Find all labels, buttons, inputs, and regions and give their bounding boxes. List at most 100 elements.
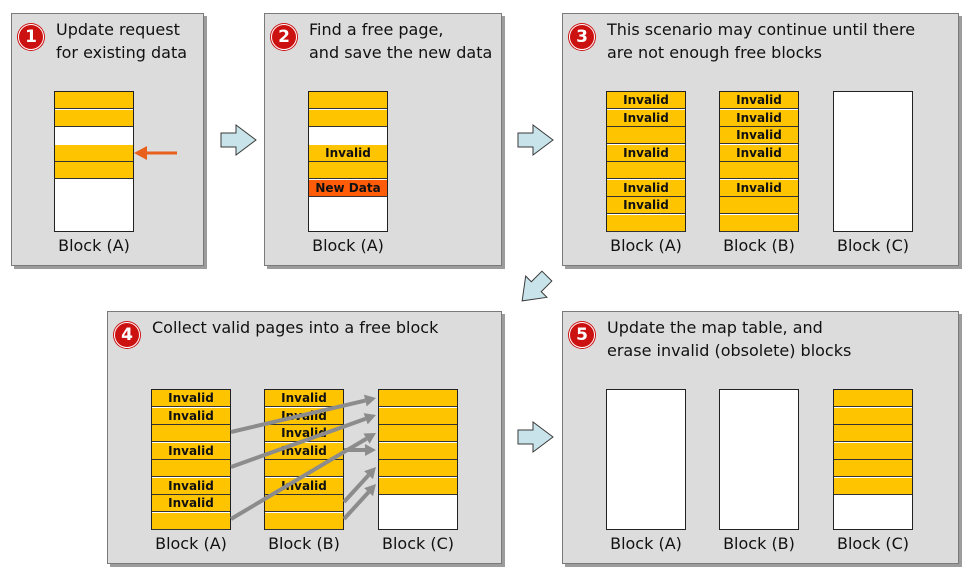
valid-page [309,92,387,109]
step-5-title-line-1: Update the map table, and [607,318,823,337]
valid-page [265,512,343,530]
valid-page [720,197,798,214]
invalid-page: Invalid [607,197,685,214]
invalid-page: Invalid [152,390,230,407]
valid-page [834,460,912,477]
step-1-title-line-2: for existing data [56,43,188,62]
block-label: Block (C) [836,534,909,553]
move-arrow-line [230,398,366,434]
block-label: Block (B) [723,534,795,553]
valid-page [607,127,685,144]
valid-page [834,425,912,442]
step-3-title-line-1: This scenario may continue until there [607,20,916,39]
step-5-badge: 5 [569,322,595,348]
valid-page-move-arrows [229,394,376,521]
invalid-page: Invalid [720,144,798,162]
flash-block [833,389,913,530]
valid-page [55,144,133,162]
valid-page [55,92,133,109]
block-label: Block (A) [312,236,384,255]
valid-page [379,425,457,442]
move-arrow-head [363,394,376,407]
invalid-page: Invalid [720,109,798,127]
step-2-title-line-1: Find a free page, [309,20,444,39]
valid-page [607,162,685,179]
block-label: Block (A) [610,236,682,255]
valid-page [720,214,798,232]
move-arrow-head [364,484,376,497]
step-3-badge: 3 [569,24,595,50]
move-arrow-line [229,436,368,521]
valid-page [834,407,912,425]
valid-page [309,162,387,179]
step-4-panel: 4 Collect valid pages into a free block … [107,311,502,564]
step-1-title-line-1: Update request [56,20,180,39]
valid-page [720,162,798,179]
flow-arrow-3-to-4 [521,270,553,302]
invalid-page: Invalid [720,127,798,144]
valid-page [265,495,343,512]
move-arrow-line [342,490,371,521]
valid-page [379,407,457,425]
block-label: Block (B) [268,534,340,553]
move-arrow-head [364,467,376,480]
valid-page [379,390,457,407]
step-5-title-line-2: erase invalid (obsolete) blocks [607,341,852,360]
valid-page [379,460,457,477]
valid-page [834,390,912,407]
flash-block [54,91,134,232]
step-3-panel: 3 This scenario may continue until there… [562,13,959,266]
flash-block [378,389,458,530]
valid-page [55,109,133,127]
step-3-title-line-2: are not enough free blocks [607,43,822,62]
block-label: Block (C) [836,236,909,255]
move-arrow-line [342,473,371,504]
invalid-page: Invalid [607,109,685,127]
valid-page [309,109,387,127]
step-4-badge: 4 [114,322,140,348]
valid-page [152,460,230,477]
step-4-title-line-1: Collect valid pages into a free block [152,318,439,337]
invalid-page: Invalid [152,442,230,460]
valid-page [152,512,230,530]
invalid-page: Invalid [720,92,798,109]
invalid-page: Invalid [607,92,685,109]
invalid-page: Invalid [152,495,230,512]
valid-page [607,214,685,232]
invalid-page: Invalid [152,407,230,425]
valid-page [55,162,133,179]
move-arrow-head [365,444,376,456]
flow-arrow-1-to-2 [220,124,257,156]
flow-arrow-2-to-3 [517,124,554,156]
move-arrow-head [363,413,376,425]
step-5-panel: 5 Update the map table, and erase invali… [562,311,959,564]
valid-page [379,477,457,495]
step-2-panel: 2 Find a free page, and save the new dat… [264,13,502,266]
step-2-badge: 2 [271,24,297,50]
valid-page [834,477,912,495]
flow-arrow-4-to-5 [517,421,554,453]
move-arrow-head [363,433,376,444]
step-1-panel: 1 Update request for existing data Block… [11,13,204,266]
flash-block [833,91,913,232]
invalid-page: Invalid [309,144,387,162]
block-label: Block (C) [381,534,454,553]
invalid-page: Invalid [720,179,798,197]
block-label: Block (A) [155,534,227,553]
block-label: Block (A) [610,534,682,553]
flash-block [719,389,799,530]
block-label: Block (A) [58,236,130,255]
block-label: Block (B) [723,236,795,255]
invalid-page: Invalid [152,477,230,495]
move-arrow-line [230,416,367,469]
step-1-badge: 1 [18,24,44,50]
valid-page [152,425,230,442]
new-data-page: New Data [309,179,387,197]
flash-block [606,389,686,530]
step-2-title-line-2: and save the new data [309,43,493,62]
valid-page [834,442,912,460]
